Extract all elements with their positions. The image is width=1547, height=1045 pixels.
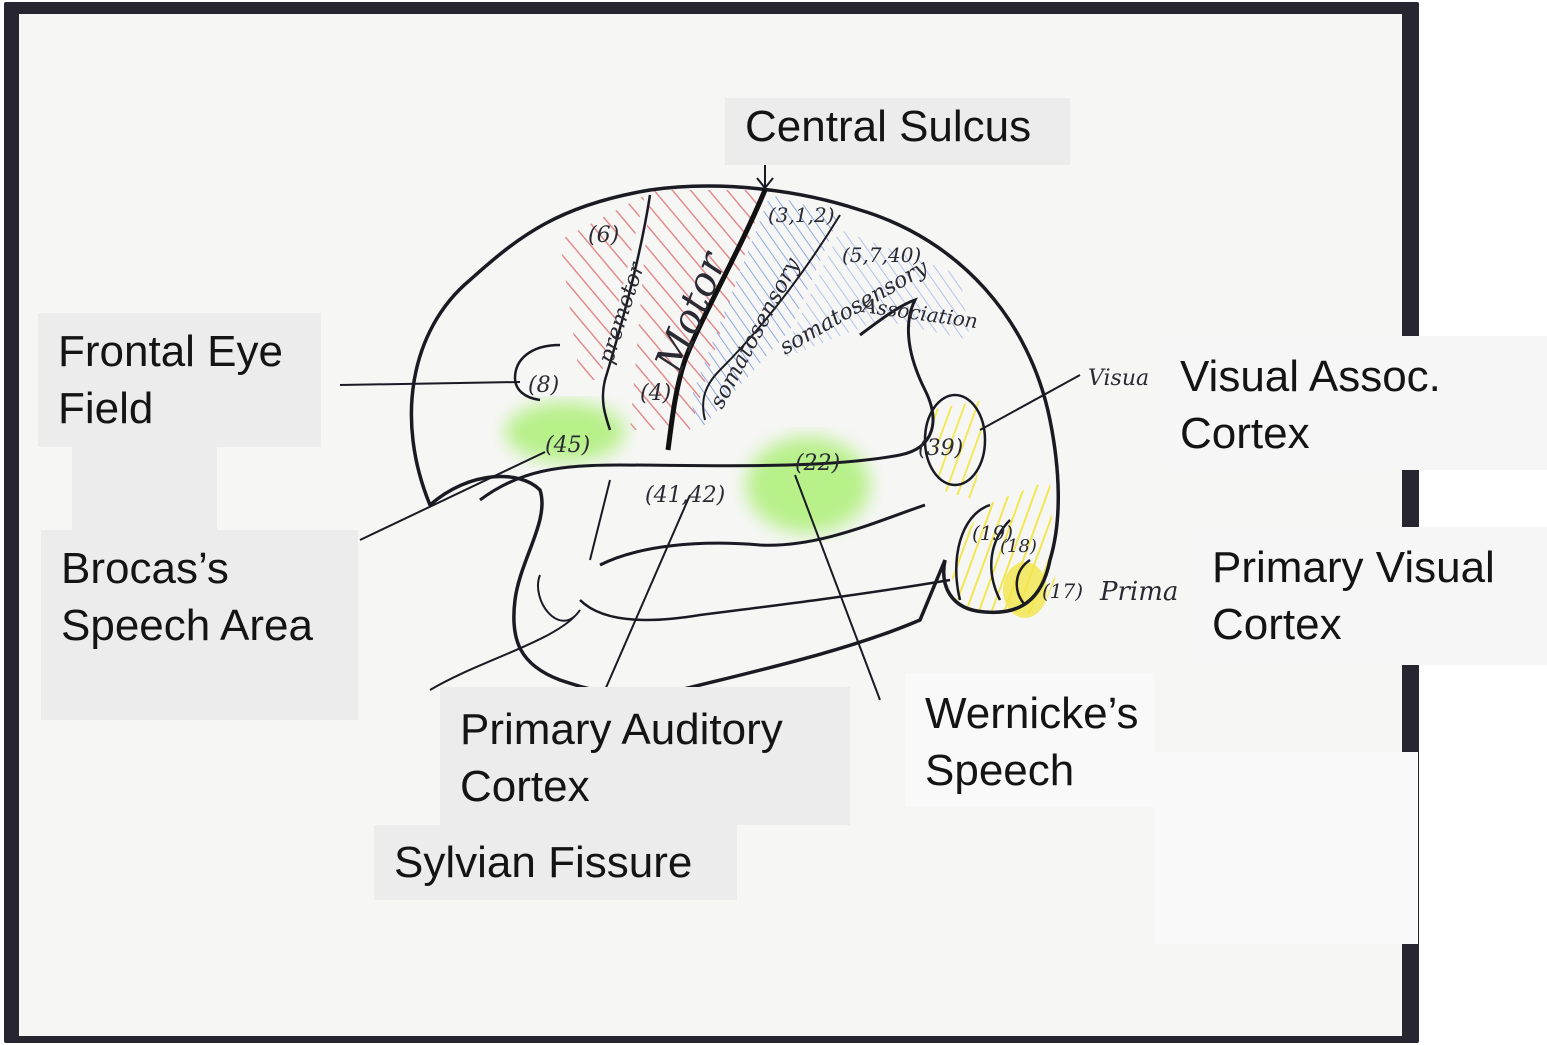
label-visual-assoc-cortex: Visual Assoc. Cortex [1160, 336, 1547, 470]
label-frontal-eye-field: Frontal Eye Field [38, 313, 321, 447]
leader-brocas [360, 452, 545, 540]
frontal-eye-field-line-2: Field [58, 380, 301, 437]
label-primary-auditory-cortex: Primary Auditory Cortex [440, 687, 850, 825]
label-central-sulcus: Central Sulcus [725, 98, 1070, 165]
primary-visual-line-2: Cortex [1212, 596, 1527, 653]
lower-fissure-curve [430, 575, 580, 690]
label-brocas-speech-area: Brocas’s Speech Area [41, 530, 358, 720]
hand-area-39: (39) [918, 436, 963, 461]
hand-area-22: (22) [795, 451, 840, 476]
hand-area-4: (4) [640, 381, 671, 406]
brocas-line-1: Brocas’s [61, 540, 338, 597]
visual-assoc-line-1: Visual Assoc. [1180, 348, 1527, 405]
hand-visua: Visua [1088, 366, 1149, 391]
hand-prima: Prima [1099, 577, 1178, 607]
cover-patch-right [1155, 752, 1418, 944]
hand-area-4142: (41,42) [645, 483, 725, 508]
label-wernickes-speech: Wernicke’s Speech [905, 673, 1155, 807]
sylvian-fissure-text: Sylvian Fissure [394, 834, 717, 891]
leader-frontal-eye [340, 382, 520, 385]
auditory-line-1: Primary Auditory [460, 701, 830, 758]
wernicke-line-2: Speech [925, 742, 1135, 799]
frontal-eye-field-line-1: Frontal Eye [58, 323, 301, 380]
brocas-line-2: Speech Area [61, 597, 338, 654]
hand-area-312: (3,1,2) [768, 203, 835, 227]
auditory-line-2: Cortex [460, 758, 830, 815]
hand-area-17: (17) [1042, 579, 1083, 603]
label-primary-visual-cortex: Primary Visual Cortex [1192, 527, 1547, 665]
visual-assoc-line-2: Cortex [1180, 405, 1527, 462]
central-sulcus-text: Central Sulcus [745, 98, 1050, 155]
leader-sylvian-arrow [590, 480, 610, 560]
hand-area-45: (45) [545, 433, 590, 458]
hand-area-18: (18) [1000, 536, 1037, 557]
hand-area-6: (6) [588, 223, 619, 248]
leader-auditory [605, 495, 690, 690]
label-sylvian-fissure: Sylvian Fissure [374, 825, 737, 900]
primary-visual-line-1: Primary Visual [1212, 539, 1527, 596]
leader-visual-assoc [980, 375, 1080, 430]
cover-patch-left [72, 447, 217, 531]
hand-area-8: (8) [528, 373, 559, 398]
lower-temporal-line [580, 580, 950, 620]
wernicke-line-1: Wernicke’s [925, 685, 1135, 742]
